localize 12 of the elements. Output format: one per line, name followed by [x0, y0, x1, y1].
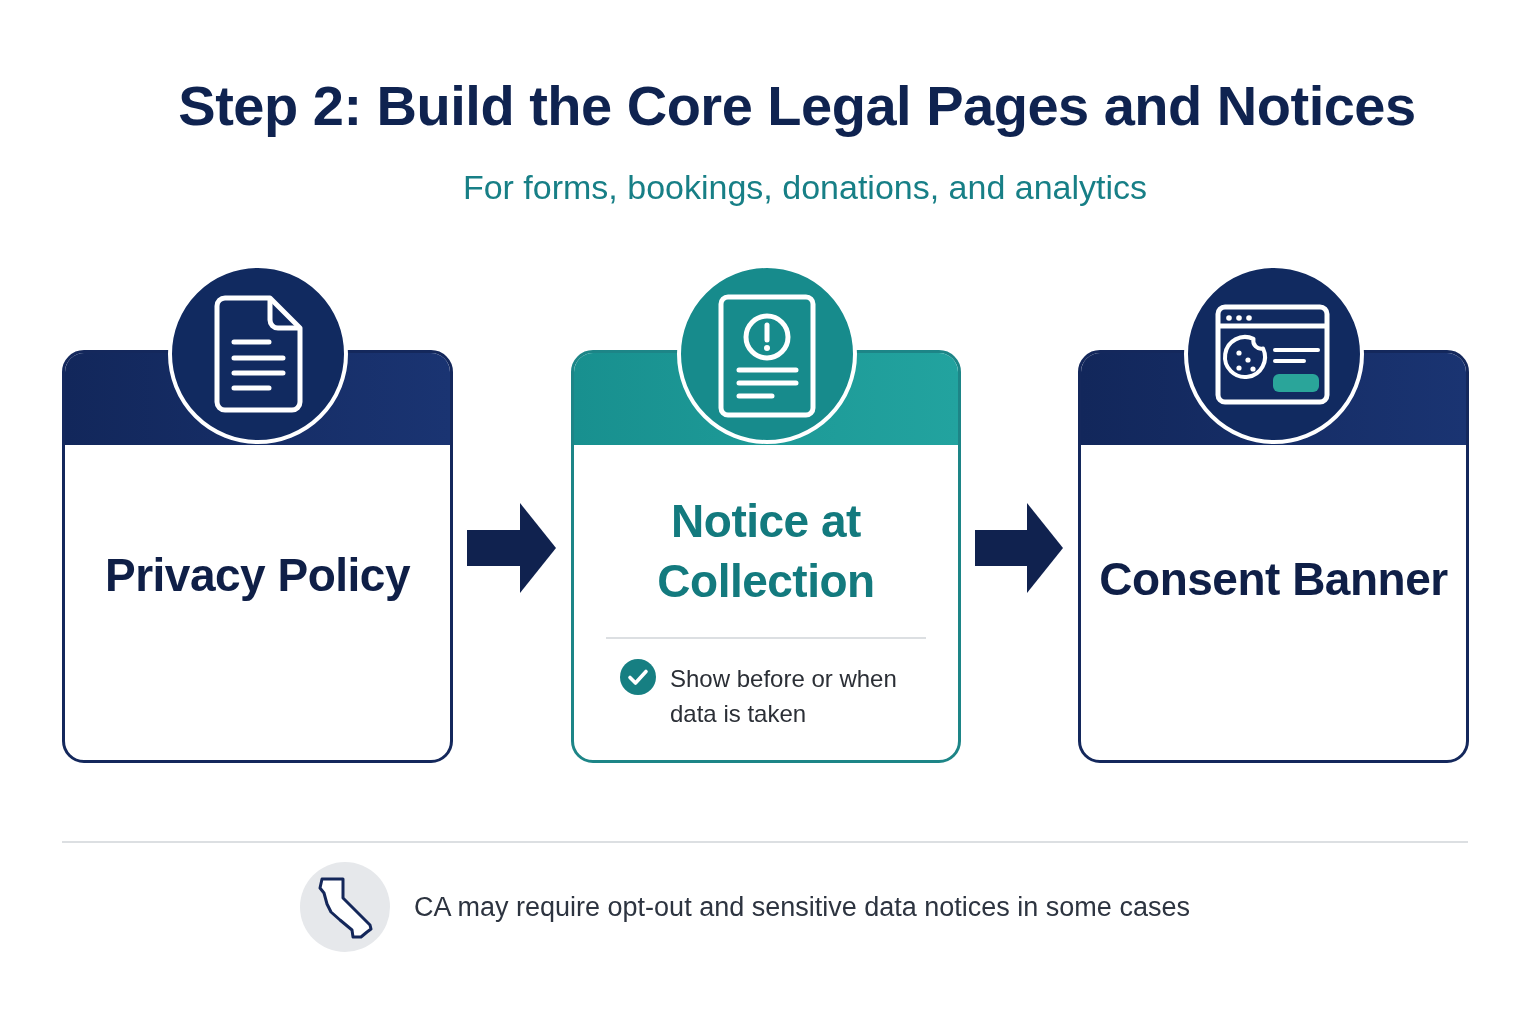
card-title: Consent Banner	[1099, 552, 1448, 607]
arrow	[975, 503, 1063, 593]
process-card	[62, 350, 453, 763]
card-title: Privacy Policy	[105, 548, 410, 603]
check-item-text: Show before or when data is taken	[670, 664, 898, 729]
process-card	[1078, 350, 1469, 763]
title: Step 2: Build the Core Legal Pages and Notices	[178, 73, 1416, 139]
arrow	[467, 503, 556, 593]
process-card	[571, 350, 961, 763]
subtitle: For forms, bookings, donations, and analytics	[462, 167, 1148, 208]
card-title: Notice at Collection	[656, 494, 876, 609]
note-text: CA may require opt-out and sensitive data notices in some cases	[414, 891, 1190, 924]
